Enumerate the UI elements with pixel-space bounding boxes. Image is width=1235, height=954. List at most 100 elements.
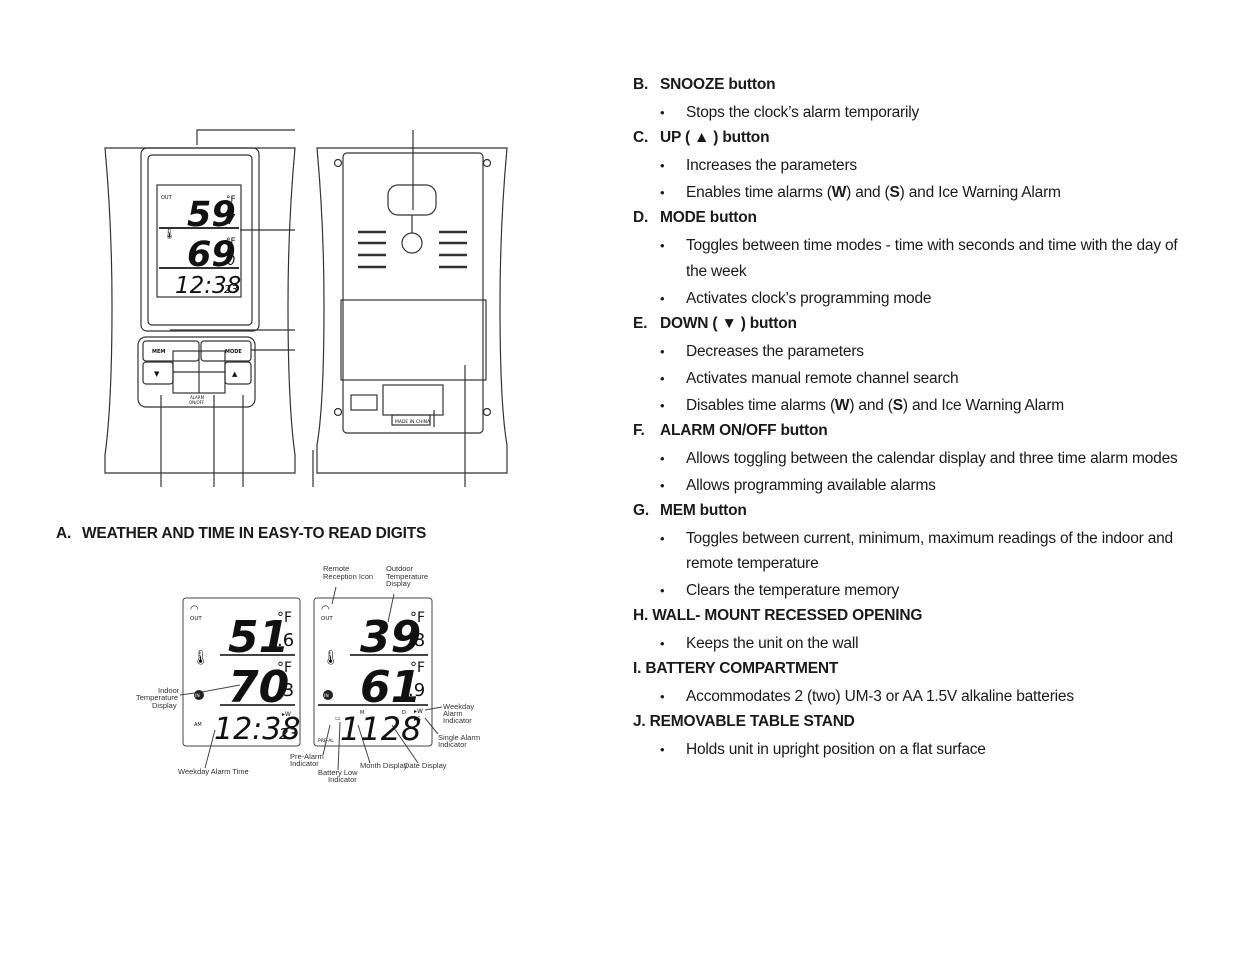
front-seconds: 23 <box>224 283 238 296</box>
bullet-text: Allows toggling between the calendar dis… <box>686 449 1178 467</box>
lcd2-date: 1128 <box>340 710 421 748</box>
lcd2-out-label: OUT <box>321 616 333 622</box>
section-letter: G. <box>633 501 649 519</box>
bullet-bold-text: S <box>892 396 903 414</box>
ann-battery-low-1: Battery Low <box>318 768 358 777</box>
ann-weekday-alarm-ind-1: Weekday <box>443 702 474 711</box>
bullet-text: Clears the temperature memory <box>686 582 900 599</box>
ann-outdoor-1: Outdoor <box>386 564 414 573</box>
bullet-item: Activates clock’s programming mode <box>633 286 1193 312</box>
bullet-bold-text: S <box>889 184 900 201</box>
bullet-list: Keeps the unit on the wall <box>633 631 1193 657</box>
front-indoor-unit: °F <box>226 237 236 247</box>
ann-month-display: Month Display <box>360 761 408 770</box>
section-title: DOWN ( ▼ ) button <box>660 314 797 332</box>
bullet-text: Activates clock’s programming mode <box>686 289 932 307</box>
ann-pre-alarm-1: Pre-Alarm <box>290 752 324 761</box>
btn-mode-label: MODE <box>225 349 242 355</box>
section-title: MODE button <box>660 209 757 226</box>
lcd2-outdoor-unit: °F <box>410 610 425 626</box>
ann-battery-low-2: Indicator <box>328 775 357 784</box>
bullet-list: Toggles between time modes - time with s… <box>633 233 1193 311</box>
front-indoor-temp: 69 <box>187 235 236 275</box>
bullet-text: Toggles between current, minimum, maximu… <box>686 529 1173 573</box>
section-heading: F.ALARM ON/OFF button <box>633 420 1193 446</box>
bullet-bold-text: W <box>834 396 850 414</box>
lcd2-m-label: M <box>360 710 364 716</box>
bullet-list: Holds unit in upright position on a flat… <box>633 737 1193 763</box>
lcd2-indoor-temp: 61 <box>360 662 421 713</box>
bullet-item: Allows programming available alarms <box>633 473 1193 499</box>
lcd2-outdoor-temp: 39 <box>360 612 421 663</box>
bullet-bold-text: W <box>831 184 847 201</box>
ann-single-alarm-ind-1: Single Alarm <box>438 733 480 742</box>
section-a-text: WEATHER AND TIME IN EASY-TO READ DIGITS <box>82 525 427 542</box>
lcd2-battery-icon: ▭ <box>335 715 341 722</box>
lcd2-outdoor-decimal: .8 <box>408 630 425 651</box>
lcd1-outdoor-unit: °F <box>277 610 292 626</box>
lcd2-signal-icon: ◠ <box>321 604 330 615</box>
btn-down-label: ▼ <box>154 370 160 378</box>
lcd2-thermometer-icon: 🌡 <box>322 650 340 666</box>
lcd1-alarm-w: ▸W <box>282 711 291 718</box>
section-heading: I. BATTERY COMPARTMENT <box>633 658 1193 684</box>
btn-mem-label: MEM <box>152 349 165 355</box>
ann-indoor-3: Display <box>152 701 177 710</box>
section-title: I. BATTERY COMPARTMENT <box>633 660 839 677</box>
bullet-text: Decreases the parameters <box>686 342 864 360</box>
ann-weekday-alarm-time: Weekday Alarm Time <box>178 767 249 776</box>
bullet-text: Keeps the unit on the wall <box>686 635 859 652</box>
lcd1-in-label: IN <box>195 693 200 699</box>
lcd1-indoor-unit: °F <box>277 660 292 676</box>
ann-pre-alarm-2: Indicator <box>290 759 319 768</box>
bullet-text: ) and Ice Warning Alarm <box>902 396 1064 414</box>
lcd1-time: 12:38 <box>214 712 300 747</box>
section-heading: H. WALL- MOUNT RECESSED OPENING <box>633 605 1193 631</box>
bullet-item: Toggles between current, minimum, maximu… <box>633 526 1193 577</box>
bullet-text: Enables time alarms ( <box>686 184 832 201</box>
section-title: UP ( ▲ ) button <box>660 129 770 146</box>
lcd1-thermometer-icon: 🌡 <box>192 650 210 666</box>
section-heading: G. MEM button <box>633 500 1193 526</box>
ann-outdoor-2: Temperature <box>386 572 428 581</box>
bullet-item: Stops the clock’s alarm temporarily <box>633 100 1193 126</box>
lcd1-indoor-temp: 70 <box>228 662 289 713</box>
bullet-item: Disables time alarms (W) and (S) and Ice… <box>633 393 1193 419</box>
bullet-text: Allows programming available alarms <box>686 476 936 494</box>
bullet-list: Allows toggling between the calendar dis… <box>633 446 1193 499</box>
btn-alarm-label-2: ON/OFF <box>189 400 205 405</box>
front-thermometer-icon: 🌡 <box>163 228 176 240</box>
lcd-detail-diagram: ◠ OUT 51 °F .6 🌡 70 °F .3 IN ▸W AM 12:38… <box>136 564 480 784</box>
bullet-list: Decreases the parametersActivates manual… <box>633 339 1193 419</box>
bullet-item: Activates manual remote channel search <box>633 366 1193 392</box>
lcd1-indoor-decimal: .3 <box>277 680 294 701</box>
bullet-item: Toggles between time modes - time with s… <box>633 233 1193 284</box>
bullet-item: Enables time alarms (W) and (S) and Ice … <box>633 180 1193 206</box>
front-indoor-decimal: 0 <box>227 254 235 269</box>
section-heading: E.DOWN ( ▼ ) button <box>633 313 1193 339</box>
bullet-list: Accommodates 2 (two) UM-3 or AA 1.5V alk… <box>633 684 1193 710</box>
section-a-title: A.WEATHER AND TIME IN EASY-TO READ DIGIT… <box>56 525 426 543</box>
section-heading: J. REMOVABLE TABLE STAND <box>633 711 1193 737</box>
ann-weekday-alarm-ind-2: Alarm <box>443 709 463 718</box>
lcd2-in-label: IN <box>324 693 329 699</box>
ann-indoor-1: Indoor <box>158 686 180 695</box>
ann-single-alarm-ind-2: Indicator <box>438 740 467 749</box>
bullet-text: ) and Ice Warning Alarm <box>899 184 1061 201</box>
section-letter: C. <box>633 129 649 146</box>
front-out-label: OUT <box>161 195 173 201</box>
back-label: MADE IN CHINA <box>395 419 431 425</box>
lcd1-signal-icon: ◠ <box>190 604 199 615</box>
section-title: ALARM ON/OFF button <box>660 421 828 439</box>
front-outdoor-unit: °F <box>226 195 236 205</box>
bullet-text: ) and ( <box>846 184 890 201</box>
bullet-text: Stops the clock’s alarm temporarily <box>686 104 920 121</box>
section-letter: B. <box>633 76 649 93</box>
bullet-item: Keeps the unit on the wall <box>633 631 1193 657</box>
ann-date-display: Date Display <box>404 761 447 770</box>
bullet-item: Increases the parameters <box>633 153 1193 179</box>
bullet-list: Toggles between current, minimum, maximu… <box>633 526 1193 604</box>
bullet-item: Allows toggling between the calendar dis… <box>633 446 1193 472</box>
section-title: MEM button <box>660 501 747 519</box>
lcd1-outdoor-temp: 51 <box>228 612 289 663</box>
